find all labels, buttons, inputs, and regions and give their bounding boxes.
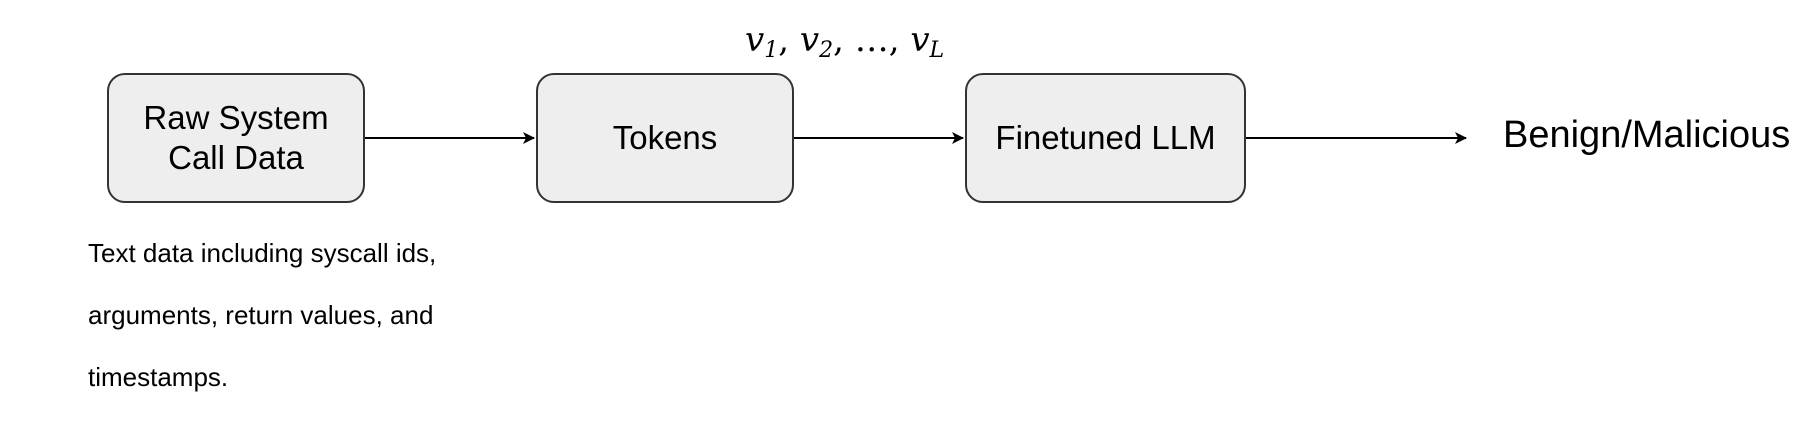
raw-system-call-data-node: Raw System Call Data: [107, 73, 365, 203]
output-label: Benign/Malicious: [1503, 114, 1791, 156]
token-symbol: v: [745, 20, 765, 60]
token-subscript-1: 1: [764, 38, 779, 63]
token-subscript-l: L: [929, 38, 945, 63]
token-ellipsis: …: [854, 20, 889, 60]
token-subscript-2: 2: [819, 38, 834, 63]
description-line: arguments, return values, and: [88, 300, 434, 330]
token-separator: ,: [888, 20, 911, 60]
token-separator: ,: [778, 20, 800, 60]
token-sequence-label: v1, v2, …, vL: [745, 20, 944, 63]
description-line: timestamps.: [88, 362, 229, 392]
tokens-node: Tokens: [536, 73, 794, 203]
token-symbol: v: [910, 20, 930, 60]
raw-data-description: Text data including syscall ids, argumen…: [88, 228, 568, 414]
token-separator: ,: [833, 20, 855, 60]
description-line: Text data including syscall ids,: [88, 238, 437, 268]
finetuned-llm-node: Finetuned LLM: [965, 73, 1246, 203]
token-symbol: v: [799, 20, 820, 60]
